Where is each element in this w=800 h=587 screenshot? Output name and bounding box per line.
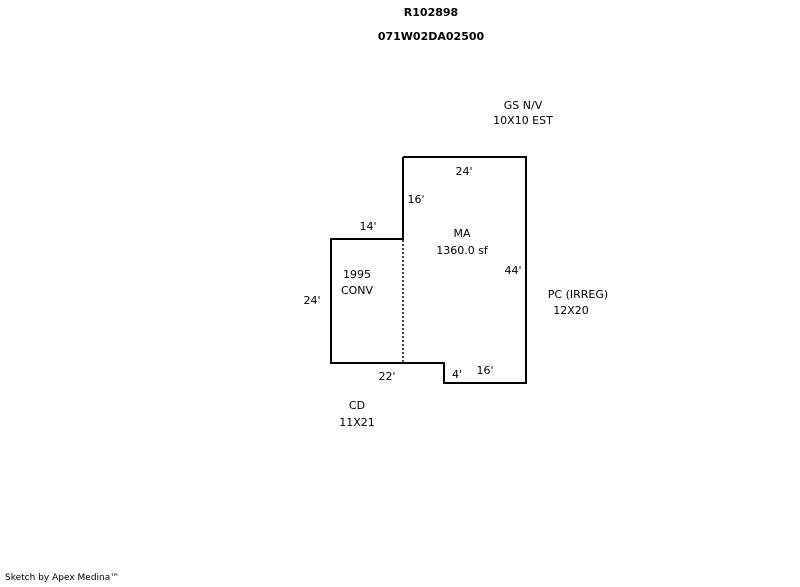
addition-type: CONV [340,284,374,297]
outbuilding-pc-code: PC (IRREG) [547,288,609,301]
building-outline [330,156,527,384]
dim-ma-bottom: 16' [476,364,494,377]
sketch-credit: Sketch by Apex Medina™ [5,573,120,583]
dim-ma-left-upper: 16' [407,193,425,206]
main-area-code: MA [453,227,471,240]
dim-ma-top: 24' [455,165,473,178]
dim-conv-left: 24' [303,294,321,307]
dim-step: 4' [451,368,463,381]
main-area-size: 1360.0 sf [436,244,488,257]
map-tax-lot: 071W02DA02500 [377,30,485,43]
dim-ma-right: 44' [504,264,522,277]
outbuilding-gs-code: GS N/V [503,99,543,112]
outbuilding-pc-size: 12X20 [553,304,589,317]
outbuilding-cd-code: CD [348,399,366,412]
addition-year: 1995 [343,268,371,281]
outbuilding-gs-size: 10X10 EST [493,114,553,127]
account-id: R102898 [403,6,459,19]
dim-conv-top: 14' [359,220,377,233]
outbuilding-cd-size: 11X21 [339,416,375,429]
dim-conv-bottom: 22' [378,370,396,383]
